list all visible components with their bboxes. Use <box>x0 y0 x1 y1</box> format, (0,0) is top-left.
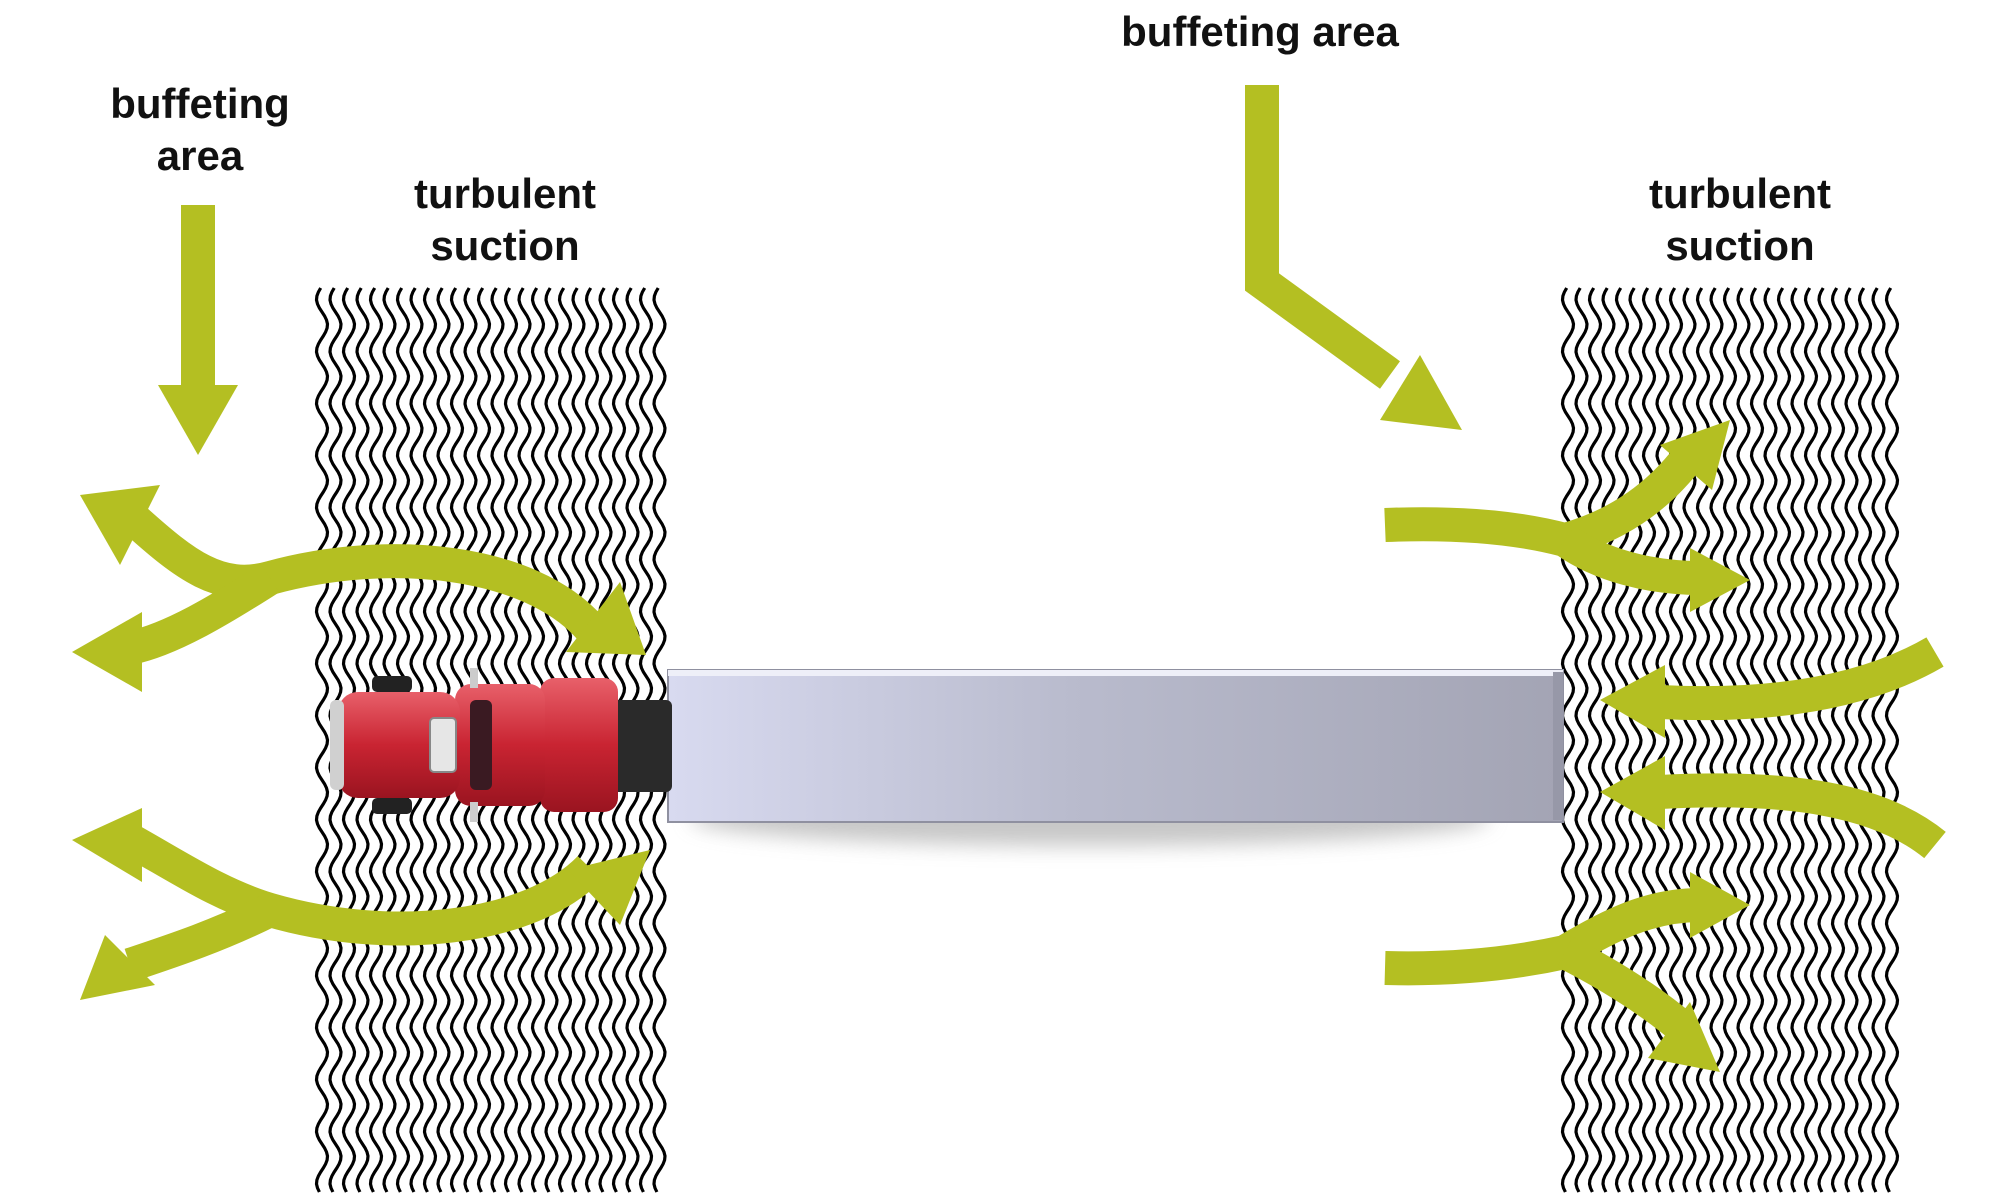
left-buffeting-label: buffeting area <box>60 78 340 182</box>
turbulence-line <box>1574 287 1589 1193</box>
turbulence-line <box>1790 287 1805 1193</box>
left-turbulent-label-line2: suction <box>430 222 580 269</box>
turbulence-line <box>1817 287 1832 1193</box>
mirror-bottom <box>470 802 478 822</box>
trailer-top-edge <box>668 670 1563 676</box>
cab-grille <box>429 717 457 773</box>
right-inflow-upper-arrow <box>1600 637 1944 738</box>
front-wheel-top <box>372 676 412 692</box>
turbulence-line <box>1830 287 1846 1193</box>
turbulence-line <box>1601 287 1616 1193</box>
left-buffeting-label-line2: area <box>156 132 244 179</box>
cab-hitch <box>610 700 672 792</box>
right-buffeting-label-line1: buffeting area <box>1121 8 1399 55</box>
turbulence-line <box>1803 287 1819 1193</box>
cab-windshield <box>470 700 492 790</box>
left-buffeting-label-line1: buffeting <box>110 80 290 127</box>
trailer-rear-edge <box>1553 672 1563 820</box>
turbulence-waves-right <box>1560 287 1900 1193</box>
turbulence-line <box>1587 287 1603 1193</box>
left-turbulent-label: turbulent suction <box>355 168 655 272</box>
turbulence-line <box>1857 287 1873 1193</box>
right-upper-split-arrow <box>1384 420 1750 612</box>
truck-top-view <box>330 668 1564 846</box>
left-lower-split-arrow <box>72 808 650 1000</box>
turbulence-line <box>1763 287 1778 1193</box>
cab-sleeper <box>540 678 618 812</box>
turbulence-line <box>1614 287 1630 1193</box>
turbulence-line <box>1871 287 1886 1193</box>
cab-body <box>455 684 545 806</box>
right-inflow-lower-arrow <box>1600 756 1946 859</box>
turbulence-line <box>1628 287 1643 1193</box>
turbulence-line <box>1560 287 1576 1193</box>
turbulence-line <box>1884 287 1900 1193</box>
left-upper-split-arrow <box>72 485 646 692</box>
right-turbulent-label-line1: turbulent <box>1649 170 1831 217</box>
airflow-arrows <box>72 85 1946 1072</box>
turbulence-line <box>1736 287 1751 1193</box>
left-turbulent-label-line1: turbulent <box>414 170 596 217</box>
right-lower-split-arrow <box>1384 872 1750 1072</box>
left-buffeting-arrow <box>158 205 238 455</box>
front-wheel-bottom <box>372 798 412 814</box>
turbulence-line <box>1844 287 1859 1193</box>
front-bumper <box>330 700 344 790</box>
turbulence-line <box>1749 287 1765 1193</box>
right-turbulent-label: turbulent suction <box>1590 168 1890 272</box>
mirror-top <box>470 668 478 688</box>
right-turbulent-label-line2: suction <box>1665 222 1815 269</box>
turbulence-line <box>314 287 330 1193</box>
turbulence-line <box>1722 287 1738 1193</box>
cab-hood <box>338 692 460 798</box>
trailer <box>667 669 1564 823</box>
truck-cab <box>330 668 672 822</box>
right-buffeting-label: buffeting area <box>1060 6 1460 58</box>
turbulence-line <box>1776 287 1792 1193</box>
right-buffeting-arrow <box>1245 85 1462 430</box>
turbulence-line <box>1641 287 1657 1193</box>
